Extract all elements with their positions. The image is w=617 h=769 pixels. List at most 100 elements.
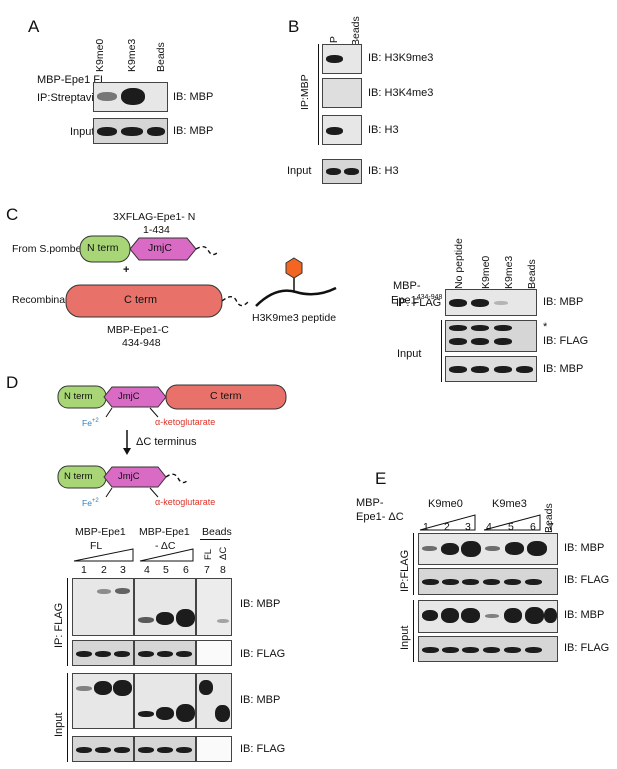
d-lane-4: 4 xyxy=(144,564,150,576)
c-plus: + xyxy=(123,264,130,276)
e-ib-mbp-input: IB: MBP xyxy=(564,609,605,621)
c-band xyxy=(471,325,489,331)
e-band xyxy=(525,647,542,653)
c-band xyxy=(516,366,533,373)
d2-jmjc-domain xyxy=(103,466,167,488)
b-blot-h3k4me3 xyxy=(322,78,362,108)
e-band xyxy=(504,608,522,623)
panel-e-letter: E xyxy=(375,469,387,488)
d-ib-mbp: IB: MBP xyxy=(240,598,281,610)
d-band xyxy=(115,588,130,594)
e-band xyxy=(483,647,500,653)
d-input-label: Input xyxy=(53,712,65,737)
c-construct-bottom: MBP-Epe1-C xyxy=(107,324,169,336)
e-blot-input-flag xyxy=(418,636,558,662)
d-band xyxy=(138,617,154,623)
d-ib-mbp-input: IB: MBP xyxy=(240,694,281,706)
d-blot-ip-mbp-fl xyxy=(72,578,134,636)
a-ip-streptavidin: IP:Streptavidin xyxy=(37,92,109,104)
e-lane-5: 5 xyxy=(508,521,514,533)
e-ib-flag: IB: FLAG xyxy=(564,574,610,586)
e-band xyxy=(462,647,479,653)
e-input-bracket xyxy=(413,600,414,662)
d-ip-bracket xyxy=(67,578,68,666)
d-c-term-label: C term xyxy=(210,390,242,402)
d-band xyxy=(95,651,111,657)
b-blot-input-h3 xyxy=(322,159,362,184)
c-dashed-tail-bottom xyxy=(221,296,249,307)
d-band xyxy=(176,704,195,722)
a-blot-ip xyxy=(93,82,168,112)
c-from-spombe: From S.pombe xyxy=(12,243,82,255)
d-input-bracket xyxy=(67,673,68,762)
b-ib-h3: IB: H3 xyxy=(368,124,399,136)
d-band xyxy=(215,705,230,722)
a-mbp-epe1-fl: MBP-Epe1 FL xyxy=(37,74,107,86)
e-band xyxy=(461,608,480,623)
c-epe1-label: Epe1434-948 xyxy=(391,294,443,307)
e-epe1-label: Epe1- ΔC xyxy=(356,511,404,523)
d-blot-ip-mbp-dc xyxy=(134,578,196,636)
c-asterisk: * xyxy=(543,321,548,333)
b-blot-h3 xyxy=(322,115,362,145)
c-band xyxy=(494,325,512,331)
d-blot-ip-flag-fl xyxy=(72,640,134,666)
e-ip-flag-label: IP:FLAG xyxy=(399,549,411,592)
panel-a-letter: A xyxy=(28,17,40,36)
b-band xyxy=(326,55,343,63)
c-jmjc-domain xyxy=(129,237,197,261)
d2-fe-label: Fe+2 xyxy=(82,497,99,508)
e-lane-6: 6 xyxy=(530,521,536,533)
c-band xyxy=(471,366,489,373)
c-ib-flag: IB: FLAG xyxy=(543,335,589,347)
e-blot-ip-flag xyxy=(418,568,558,595)
c-input-label: Input xyxy=(397,348,422,360)
c-construct-bottom-range: 434-948 xyxy=(122,337,161,349)
a-input-label: Input xyxy=(70,126,95,138)
d-band xyxy=(199,680,213,695)
d-blot-input-flag-beads xyxy=(196,736,232,762)
a-blot-input xyxy=(93,118,168,144)
c-band xyxy=(449,338,467,345)
panel-c-letter: C xyxy=(6,205,19,224)
e-band xyxy=(422,546,437,551)
d-group3-label: Beads xyxy=(202,526,232,538)
e-band xyxy=(442,579,459,585)
d-band xyxy=(157,747,173,753)
d-group1-sub: FL xyxy=(90,540,103,552)
e-ib-mbp: IB: MBP xyxy=(564,542,605,554)
d-lane-8: 8 xyxy=(220,564,226,576)
e-band xyxy=(504,579,521,585)
d-band xyxy=(97,589,111,594)
c-construct-top: 3XFLAG-Epe1- N xyxy=(113,211,196,223)
c-lane-beads: Beads xyxy=(526,259,538,289)
d-delta-label: ΔC terminus xyxy=(136,436,197,448)
e-lane-7: 7 xyxy=(548,521,554,533)
d-band xyxy=(176,651,192,657)
d-group1-label: MBP-Epe1 xyxy=(75,526,126,538)
e-band xyxy=(441,608,459,623)
d-blot-input-flag-fl xyxy=(72,736,134,762)
c-band xyxy=(449,366,467,373)
d-blot-input-flag-dc xyxy=(134,736,196,762)
e-band xyxy=(422,647,439,653)
c-peptide-label: H3K9me3 peptide xyxy=(252,312,337,324)
c-n-term-label: N term xyxy=(87,242,119,254)
d-lane-6: 6 xyxy=(183,564,189,576)
c-band xyxy=(494,338,512,345)
d-group3-fl: FL xyxy=(203,548,214,560)
d-band xyxy=(157,651,173,657)
panel-d-letter: D xyxy=(6,373,19,392)
d-band xyxy=(114,747,130,753)
d2-jmjc-label: JmjC xyxy=(118,471,140,482)
d-ib-flag-input: IB: FLAG xyxy=(240,743,286,755)
e-blot-ip-mbp xyxy=(418,533,558,565)
c-ib-mbp: IB: MBP xyxy=(543,296,584,308)
d2-n-term-label: N term xyxy=(64,471,93,482)
a-ib-mbp-2: IB: MBP xyxy=(173,125,214,137)
d-lane-7: 7 xyxy=(204,564,210,576)
e-mbp-label: MBP- xyxy=(356,497,384,509)
d-band xyxy=(176,609,195,627)
d-jmjc-label: JmjC xyxy=(118,391,140,402)
